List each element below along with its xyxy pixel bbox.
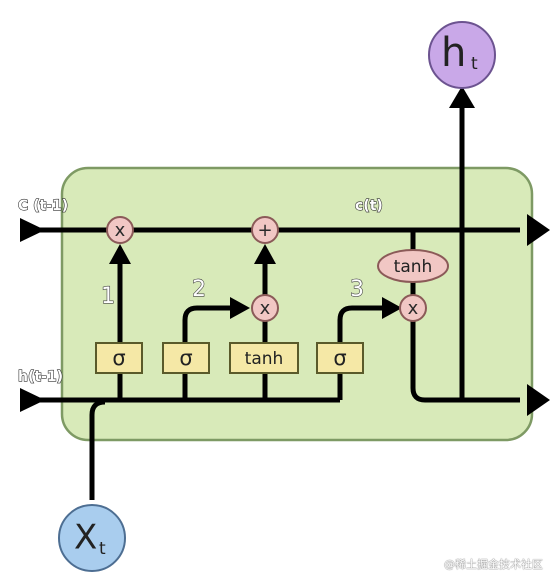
output-ht-sub: t [471, 54, 478, 74]
add-arrow [254, 244, 276, 264]
input-xt-node: X t [58, 504, 126, 572]
input-xt-sub: t [99, 539, 106, 559]
output-multiply-op: x [399, 294, 427, 322]
watermark: @稀土掘金技术社区 [444, 558, 543, 571]
cell-add-op: + [251, 216, 279, 244]
output-gate-arrow [382, 297, 402, 319]
output-ht-node: h t [428, 21, 496, 89]
cell-state-output-arrow [527, 214, 550, 246]
forget-multiply-op: x [106, 216, 134, 244]
input-gate-label: σ [179, 346, 192, 370]
output-gate-label: σ [333, 346, 346, 370]
cell-tanh-label: tanh [394, 257, 433, 277]
cell-state-input-label: C (t-1) [18, 198, 68, 214]
cell-add-symbol: + [257, 220, 272, 241]
input-gate-sigma: σ [162, 342, 210, 374]
ht-output-arrow [449, 86, 475, 108]
output-multiply-symbol: x [408, 298, 419, 319]
forget-gate-sigma: σ [95, 342, 143, 374]
hidden-state-input-label: h(t-1) [18, 369, 63, 385]
input-xt-main: X [74, 518, 97, 558]
input-gate-line [182, 305, 236, 400]
step-number-2: 2 [192, 277, 206, 302]
output-to-hidden-line [410, 320, 520, 403]
hidden-state-input-arrow [20, 388, 45, 412]
forget-gate-label: σ [112, 346, 125, 370]
forget-multiply-symbol: x [115, 220, 126, 241]
output-gate-line [337, 305, 388, 400]
forget-gate-arrow [109, 244, 131, 264]
cell-state-output-label: c(t) [355, 198, 383, 214]
hidden-state-output-arrow [527, 384, 550, 416]
candidate-tanh-gate: tanh [229, 342, 299, 374]
cell-tanh-op: tanh [377, 249, 449, 283]
candidate-tanh-label: tanh [245, 349, 284, 369]
cell-state-input-arrow [20, 218, 45, 242]
output-gate-sigma: σ [316, 342, 364, 374]
input-multiply-op: x [251, 294, 279, 322]
input-gate-arrow [230, 297, 250, 319]
step-number-1: 1 [101, 284, 115, 309]
xt-input-line [89, 399, 106, 500]
step-number-3: 3 [350, 277, 364, 302]
input-multiply-symbol: x [260, 298, 271, 319]
output-ht-main: h [441, 30, 466, 76]
